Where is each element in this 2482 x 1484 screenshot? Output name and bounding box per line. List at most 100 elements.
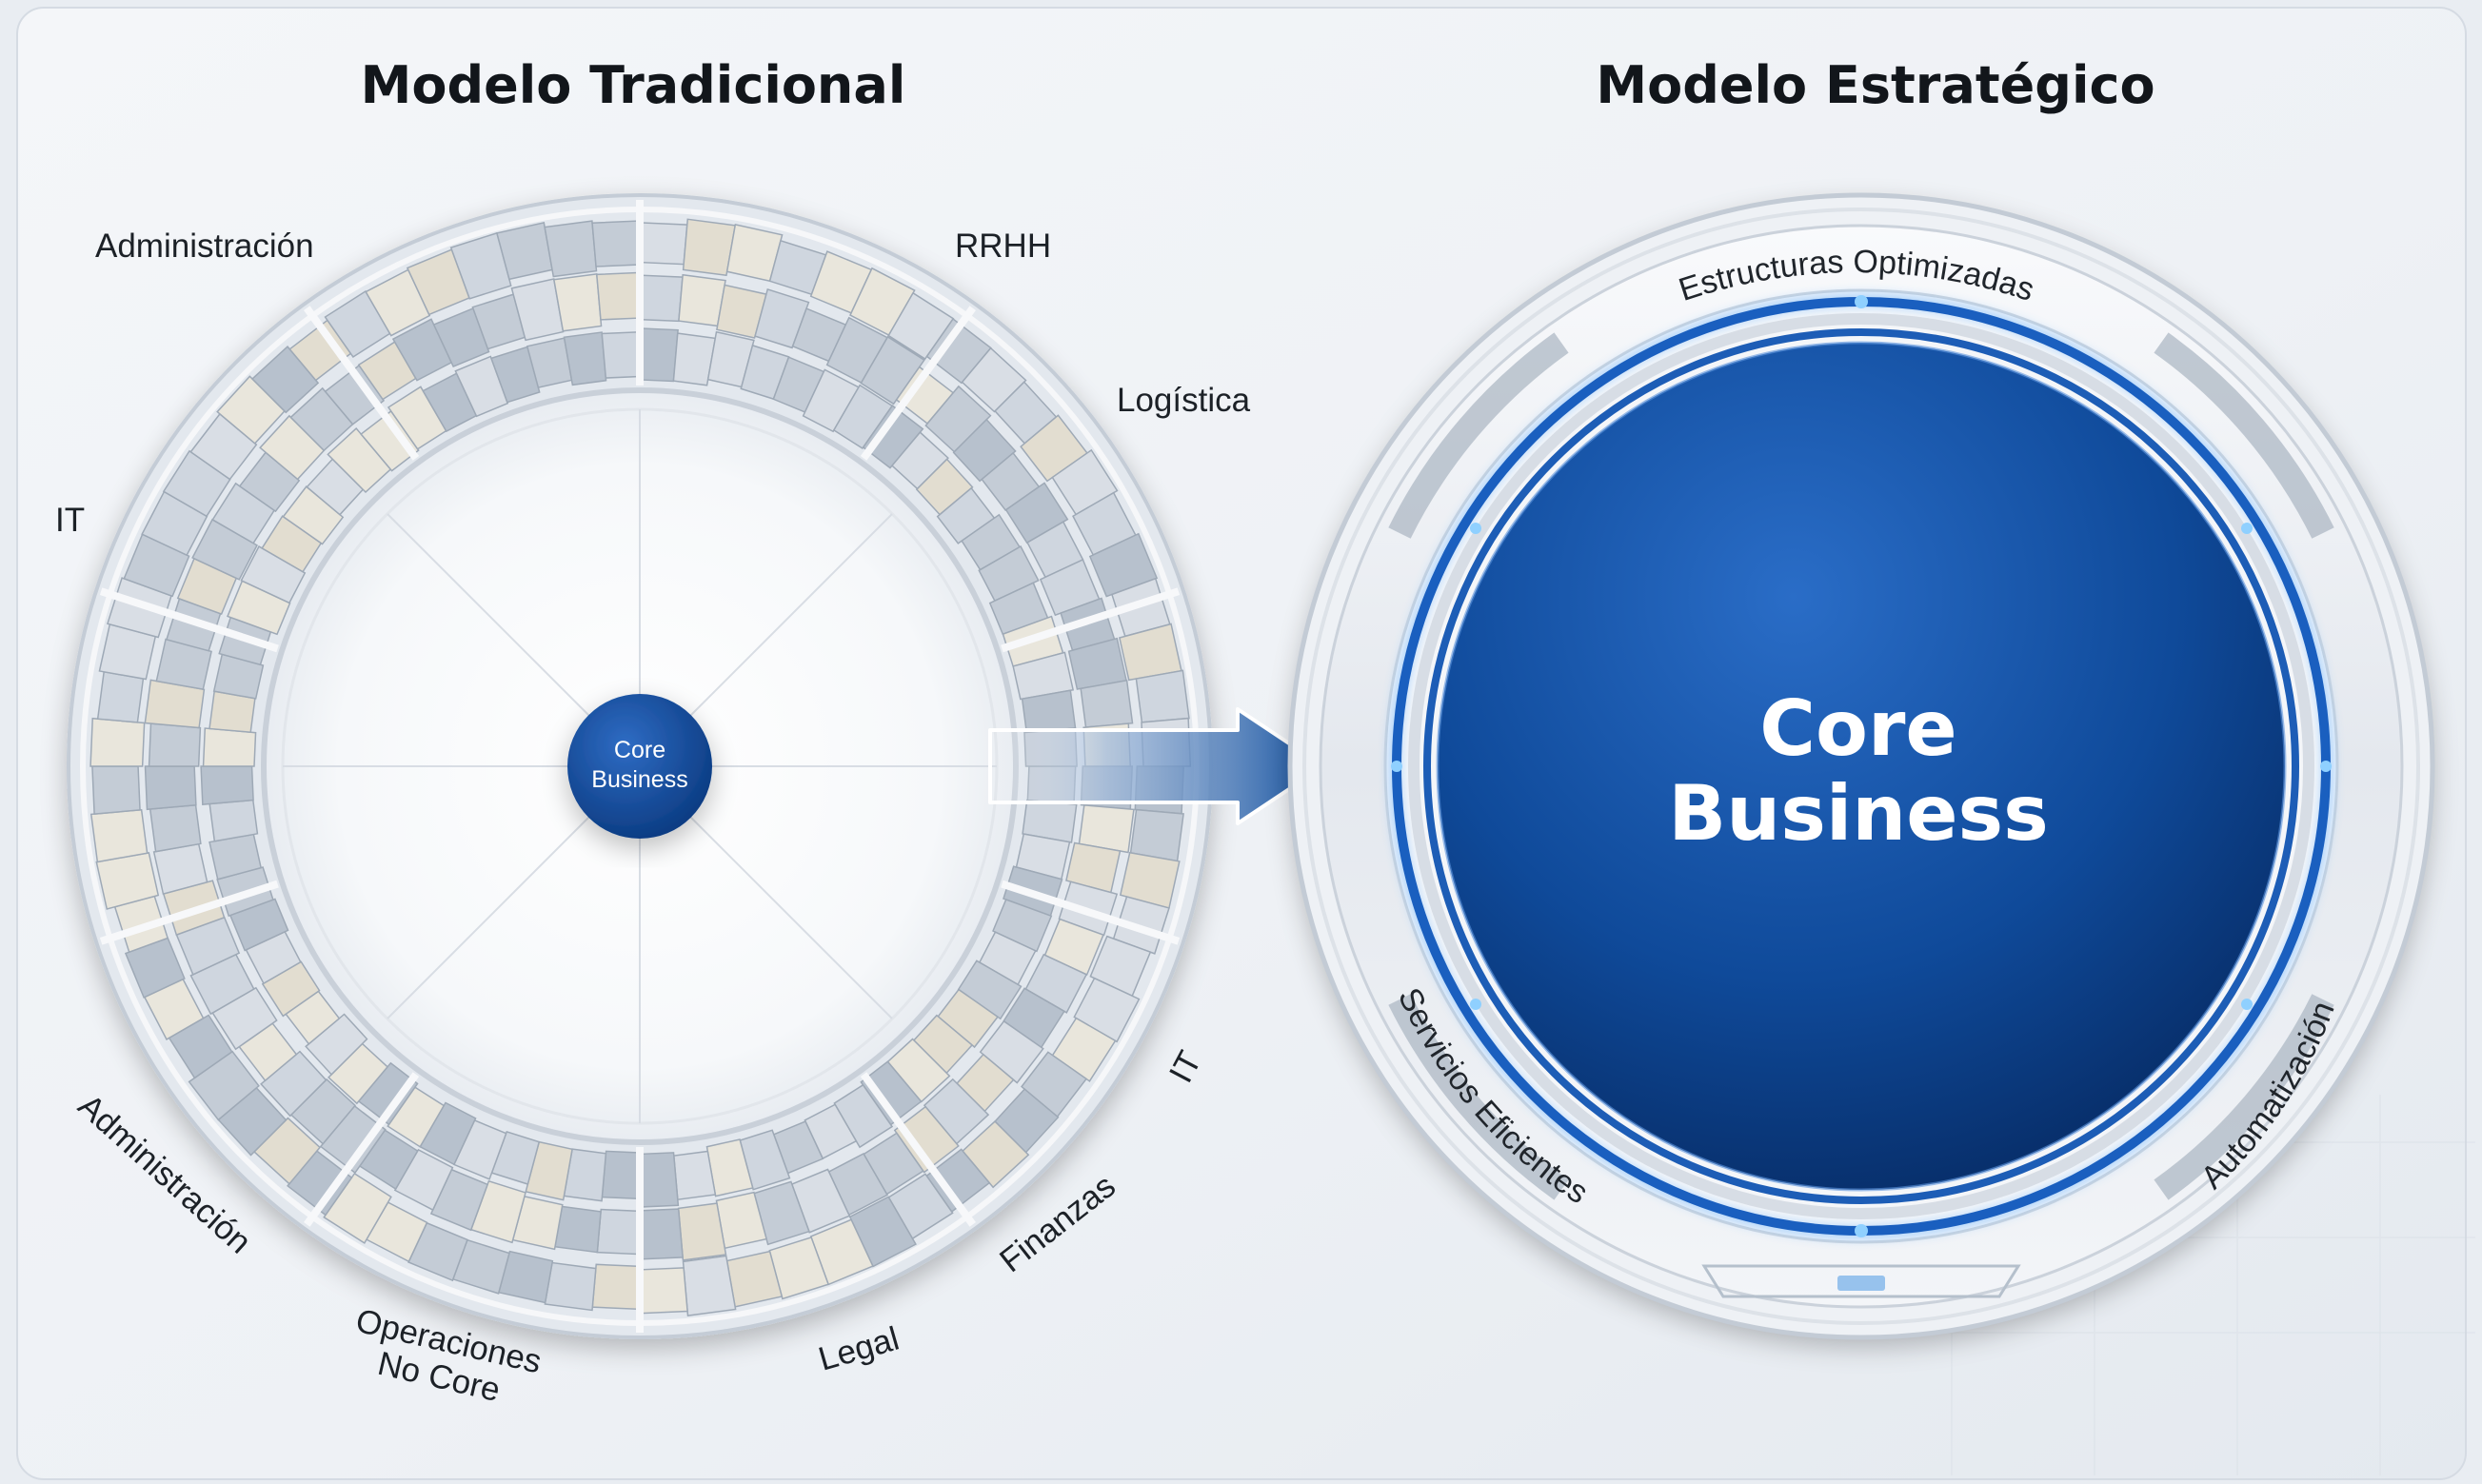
segment-block <box>552 272 603 332</box>
traditional-model: Core Business <box>67 193 1213 1339</box>
segment-block <box>739 1129 791 1191</box>
traditional-core-label-2: Business <box>591 766 687 793</box>
title-traditional: Modelo Tradicional <box>361 55 906 115</box>
segment-block <box>639 1152 680 1208</box>
segment-block <box>639 222 688 266</box>
segment-block <box>1088 532 1159 598</box>
segment-divider <box>99 880 279 945</box>
segment-block <box>144 765 197 811</box>
segment-block <box>124 937 186 999</box>
segment-block <box>639 327 679 383</box>
segment-block <box>208 833 263 881</box>
strategic-core-label-2: Business <box>1668 769 2048 858</box>
segment-block <box>454 355 509 418</box>
segment-block <box>96 670 145 723</box>
segment-block <box>95 852 160 910</box>
transition-arrow <box>988 707 1325 825</box>
segment-block <box>91 765 141 815</box>
segment-block <box>595 271 641 321</box>
segment-divider <box>99 587 279 653</box>
segment-block <box>860 335 925 406</box>
segment-block <box>202 727 257 767</box>
segment-block <box>862 405 924 469</box>
segment-block <box>1129 808 1184 862</box>
segment-block <box>387 386 447 450</box>
fragmented-segments-band <box>89 200 1192 1333</box>
ring-mechanical-sections <box>1388 332 2334 1200</box>
strategic-core-label-1: Core <box>1759 684 1956 773</box>
segment-block <box>144 679 206 729</box>
segment-block <box>89 717 146 767</box>
segment-block <box>1012 651 1075 701</box>
segment-block <box>639 1267 688 1315</box>
segment-block <box>544 220 598 278</box>
segment-block <box>1051 448 1119 516</box>
segment-block <box>148 722 202 767</box>
segment-block <box>261 515 323 573</box>
segment-block <box>319 1104 387 1175</box>
title-strategic: Modelo Estratégico <box>1596 55 2154 115</box>
label-it-left: IT <box>55 502 85 539</box>
segment-block <box>554 1205 602 1254</box>
segment-block <box>563 331 607 386</box>
segment-block <box>1135 669 1190 723</box>
segment-block <box>957 960 1023 1020</box>
segment-block <box>328 1042 389 1105</box>
segment-block <box>155 638 212 690</box>
label-logistica: Logística <box>1117 382 1251 419</box>
segment-block <box>890 431 949 490</box>
traditional-core-circle <box>567 694 712 839</box>
segment-block <box>596 1208 641 1256</box>
segment-block <box>833 1083 894 1149</box>
segment-block <box>591 1263 641 1311</box>
segment-block <box>1080 679 1134 728</box>
traditional-core-label-1: Core <box>614 737 665 763</box>
segment-divider <box>1001 880 1181 945</box>
segment-block <box>250 346 320 414</box>
segment-block <box>915 458 974 516</box>
segment-block <box>393 1148 454 1212</box>
segment-block <box>754 288 810 349</box>
segment-divider <box>860 306 976 461</box>
segment-block <box>849 267 916 337</box>
segment-block <box>790 1168 851 1234</box>
segment-block <box>211 482 276 544</box>
label-administracion-top: Administración <box>95 228 314 265</box>
segment-divider <box>860 1072 976 1227</box>
segment-block <box>149 804 202 853</box>
segment-block <box>639 1208 684 1260</box>
segment-block <box>1024 953 1088 1014</box>
segment-block <box>677 1202 727 1261</box>
segment-block <box>200 765 254 805</box>
segment-block <box>305 1013 368 1076</box>
segment-block <box>725 223 784 283</box>
segment-block <box>601 330 641 379</box>
segment-block <box>544 1261 597 1312</box>
segment-block <box>672 1150 717 1201</box>
segment-block <box>924 385 992 453</box>
segment-block <box>261 960 321 1018</box>
segment-block <box>591 220 641 267</box>
strategic-model: Core Business <box>1287 192 2435 1340</box>
segment-block <box>639 274 684 323</box>
bottom-connector <box>1837 1276 1885 1291</box>
segment-block <box>391 318 453 382</box>
segment-block <box>240 545 307 604</box>
segment-block <box>495 222 553 281</box>
segment-block <box>387 1086 446 1148</box>
segment-block <box>768 1236 830 1300</box>
segment-block <box>601 1150 641 1200</box>
segment-block <box>208 799 259 842</box>
segment-block <box>937 988 1000 1049</box>
segment-block <box>706 330 755 388</box>
segment-block <box>327 426 392 494</box>
label-rrhh: RRHH <box>955 228 1051 265</box>
segment-block <box>525 1140 573 1201</box>
segment-block <box>152 842 208 896</box>
glow-dots <box>1391 295 2332 1237</box>
segment-block <box>323 1172 392 1244</box>
strategic-core-circle <box>1438 343 2285 1190</box>
strategic-outer-ring <box>1287 192 2435 1340</box>
